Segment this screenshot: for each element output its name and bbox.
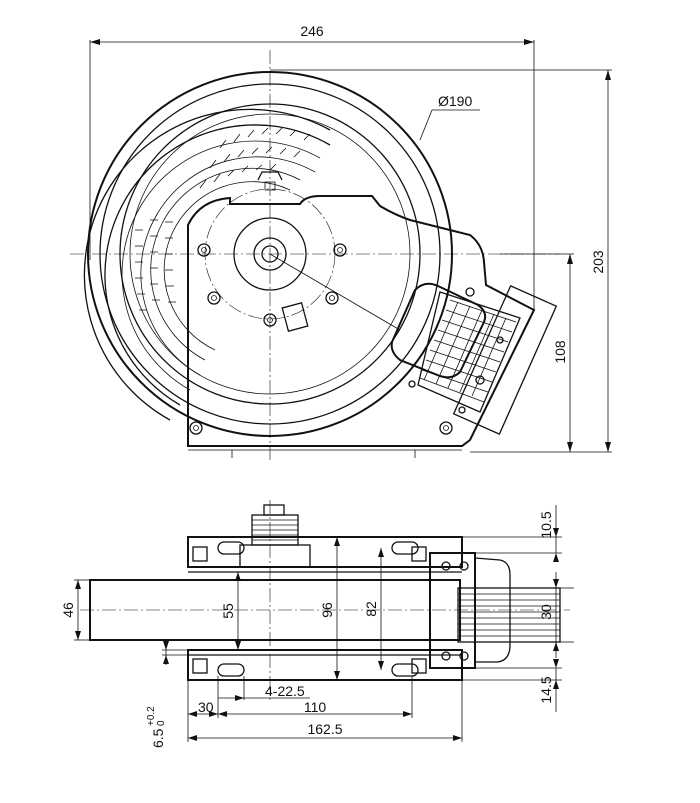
dim-hole-tol-upper: +0.2	[146, 706, 157, 726]
dim-plate-height: 82	[363, 601, 379, 617]
dim-overall-height: 203	[590, 250, 606, 274]
side-view: 46 55 96 82 10.5 30	[60, 500, 574, 748]
dim-slot-span: 110	[304, 699, 327, 715]
dim-housing-height: 96	[319, 602, 335, 618]
dim-flange-offset: 10.5	[538, 511, 554, 538]
bolt-holes	[189, 243, 453, 435]
dim-motor-width: 30	[538, 604, 554, 620]
dim-overall-width: 246	[300, 23, 324, 39]
dim-mount-height: 108	[552, 340, 568, 364]
top-view: 246 203 108 Ø190	[70, 23, 612, 460]
dim-base-length: 162.5	[307, 721, 342, 737]
dim-belt-width: 46	[60, 602, 76, 618]
dim-slots: 4-22.5	[265, 683, 305, 699]
motor-unit	[390, 282, 558, 435]
dim-hole-tol-lower: 0	[156, 720, 167, 726]
dim-slot-offset: 30	[198, 699, 214, 715]
dim-wheel-diameter: Ø190	[438, 93, 472, 109]
dim-bottom-offset: 14.5	[538, 676, 554, 703]
dim-inner-width: 55	[220, 603, 236, 619]
dim-hole: 6.5	[150, 728, 166, 748]
